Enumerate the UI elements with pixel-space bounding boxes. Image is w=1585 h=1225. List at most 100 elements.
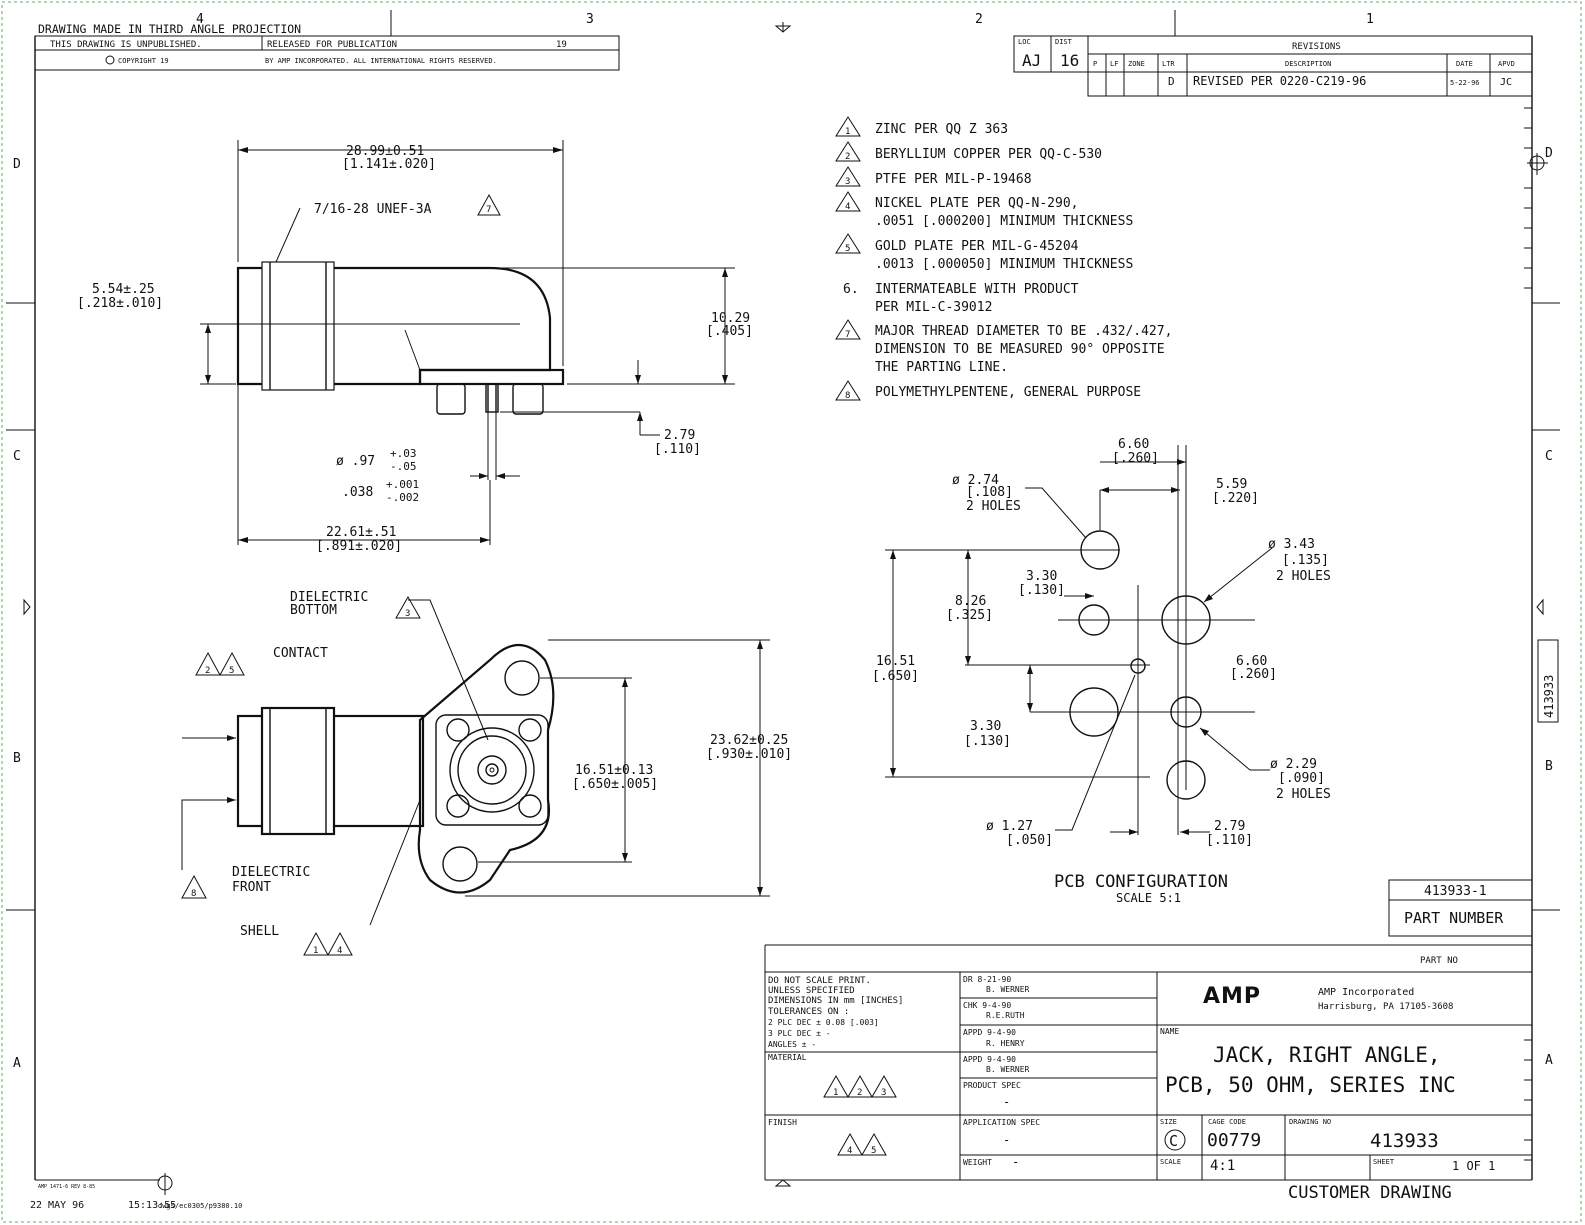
material-label: MATERIAL xyxy=(768,1053,807,1062)
scale: 4:1 xyxy=(1210,1158,1235,1174)
col-p: P xyxy=(1093,60,1097,68)
zone-right-b: B xyxy=(1545,759,1553,774)
dim-pin-tol-plus: +.03 xyxy=(390,447,417,460)
dim-pin-dia: ø .97 xyxy=(336,454,375,469)
appd1-line-1: APPD 9-4-90 xyxy=(963,1028,1016,1037)
release-year: 19 xyxy=(556,40,567,50)
note-4-text-1: NICKEL PLATE PER QQ-N-290, xyxy=(875,196,1079,211)
tol-line-1: DO NOT SCALE PRINT. xyxy=(768,976,871,986)
appd2-line-1: APPD 9-4-90 xyxy=(963,1055,1016,1064)
note-3-num: 3 xyxy=(845,177,850,187)
note-2-text: BERYLLIUM COPPER PER QQ-C-530 xyxy=(875,147,1102,162)
weight: - xyxy=(1012,1155,1019,1169)
dim-pin-len-in: [.110] xyxy=(654,442,701,457)
note-7-text-2: DIMENSION TO BE MEASURED 90° OPPOSITE xyxy=(875,342,1165,357)
product-spec: - xyxy=(1003,1095,1010,1109)
note-7-text-3: THE PARTING LINE. xyxy=(875,360,1008,375)
app-spec: - xyxy=(1003,1133,1010,1147)
pcb-d5-in: [.650] xyxy=(872,669,919,684)
tol-line-6: 3 PLC DEC ± - xyxy=(768,1029,831,1038)
zone-right-a: A xyxy=(1545,1053,1553,1068)
dim-flange: 23.62±0.25 xyxy=(710,733,788,748)
loc-value: AJ xyxy=(1022,51,1041,70)
pcb-d3: 3.30 xyxy=(1026,569,1057,584)
chk-line-1: CHK 9-4-90 xyxy=(963,1001,1011,1010)
pcb-hole-b-qty: 2 HOLES xyxy=(1276,569,1331,584)
flag-contact-2: 5 xyxy=(229,666,234,676)
label-contact: CONTACT xyxy=(273,646,328,661)
pcb-layout xyxy=(885,445,1273,835)
drawing-name-line-1: JACK, RIGHT ANGLE, xyxy=(1213,1043,1441,1067)
dim-hole-spacing-in: [.650±.005] xyxy=(572,777,658,792)
dim-center: 5.54±.25 xyxy=(92,282,155,297)
pcb-hole-a: ø 2.74 xyxy=(952,473,999,488)
pcb-scale: SCALE 5:1 xyxy=(1116,891,1181,905)
zone-top-1: 1 xyxy=(1366,12,1374,27)
pcb-hole-a-qty: 2 HOLES xyxy=(966,499,1021,514)
unpublished-note: THIS DRAWING IS UNPUBLISHED. xyxy=(50,40,202,50)
note-5-num: 5 xyxy=(845,244,850,254)
chk-line-2: R.E.RUTH xyxy=(986,1011,1025,1020)
col-apvd: APVD xyxy=(1498,60,1515,68)
plot-date: 22 MAY 96 xyxy=(30,1200,84,1211)
col-lf: LF xyxy=(1110,60,1118,68)
scale-label: SCALE xyxy=(1160,1158,1181,1166)
pcb-d1-in: [.260] xyxy=(1112,451,1159,466)
thread-spec: 7/16-28 UNEF-3A xyxy=(314,202,432,217)
tol-line-2: UNLESS SPECIFIED xyxy=(768,986,855,996)
zone-ticks xyxy=(6,10,1560,1195)
pcb-title: PCB CONFIGURATION xyxy=(1054,872,1228,892)
title-block-lines xyxy=(764,944,1532,1181)
dwg-label: DRAWING NO xyxy=(1289,1118,1331,1126)
zone-right-d: D xyxy=(1545,146,1553,161)
pcb-d1: 6.60 xyxy=(1118,437,1149,452)
pcb-d4: 8.26 xyxy=(955,594,986,609)
material-flag-1: 1 xyxy=(833,1088,838,1098)
label-dielectric-front-1: DIELECTRIC xyxy=(232,865,310,880)
size-label: SIZE xyxy=(1160,1118,1177,1126)
note-4-num: 4 xyxy=(845,202,850,212)
dim-base-len: 22.61±.51 xyxy=(326,525,396,540)
pcb-hole-d: ø 1.27 xyxy=(986,819,1033,834)
label-dielectric-front-2: FRONT xyxy=(232,880,271,895)
pcb-d4-in: [.325] xyxy=(946,608,993,623)
dim-pin-in-minus: -.002 xyxy=(386,491,419,504)
company-logo: AMP xyxy=(1203,984,1261,1009)
pcb-d7: 3.30 xyxy=(970,719,1001,734)
material-flag-2: 2 xyxy=(857,1088,862,1098)
rev-desc: REVISED PER 0220-C219-96 xyxy=(1193,74,1366,88)
zone-left-b: B xyxy=(13,751,21,766)
tol-line-3: DIMENSIONS IN mm [INCHES] xyxy=(768,996,903,1006)
dim-height: 10.29 xyxy=(711,311,750,326)
drawing-name-line-2: PCB, 50 OHM, SERIES INC xyxy=(1165,1073,1456,1097)
side-view xyxy=(200,140,735,545)
tol-line-4: TOLERANCES ON : xyxy=(768,1007,849,1017)
dim-flange-in: [.930±.010] xyxy=(706,747,792,762)
pcb-d2-in: [.220] xyxy=(1212,491,1259,506)
flag-shell-1: 1 xyxy=(313,946,318,956)
loc-label: LOC xyxy=(1018,38,1031,46)
dim-pin-in-plus: +.001 xyxy=(386,478,419,491)
right-edge-ticks xyxy=(1524,107,1532,1161)
note-6-num: 6. xyxy=(843,282,859,297)
dist-label: DIST xyxy=(1055,38,1073,46)
product-spec-label: PRODUCT SPEC xyxy=(963,1081,1021,1090)
pcb-d2: 5.59 xyxy=(1216,477,1247,492)
note-7-num: 7 xyxy=(845,330,850,340)
note-5-text-1: GOLD PLATE PER MIL-G-45204 xyxy=(875,239,1079,254)
rev-date: 5-22-96 xyxy=(1450,79,1480,87)
zone-right-c: C xyxy=(1545,449,1553,464)
dim-pin-tol-minus: -.05 xyxy=(390,460,417,473)
company-name: AMP Incorporated xyxy=(1318,987,1414,998)
note-8-num: 8 xyxy=(845,391,850,401)
part-no-label: PART NO xyxy=(1420,956,1458,966)
pcb-d7-in: [.130] xyxy=(964,734,1011,749)
flag-dielectric-bottom: 3 xyxy=(405,609,410,619)
dim-overall-in: [1.141±.020] xyxy=(342,157,436,172)
pcb-hole-b-in: [.135] xyxy=(1282,553,1329,568)
plot-file: dwgs/ec0305/p9380.10 xyxy=(158,1202,242,1210)
pcb-hole-c-qty: 2 HOLES xyxy=(1276,787,1331,802)
finish-label: FINISH xyxy=(768,1118,797,1127)
